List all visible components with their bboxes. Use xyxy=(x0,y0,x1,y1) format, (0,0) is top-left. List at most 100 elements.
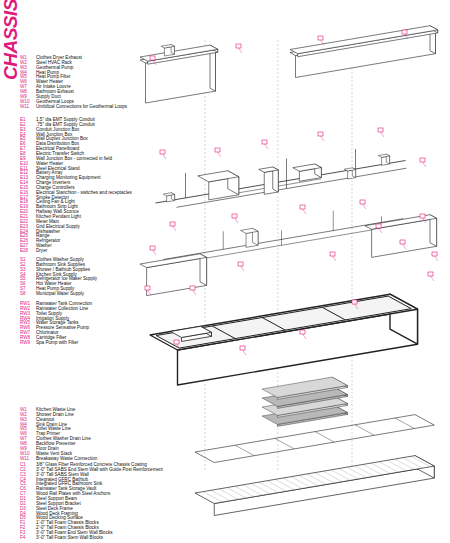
pipe-line xyxy=(223,231,224,249)
pipe-line xyxy=(286,159,287,189)
callout-leader xyxy=(333,256,337,261)
deck-layer xyxy=(262,377,347,397)
foam-hatch xyxy=(211,490,230,501)
foam-hatch xyxy=(315,473,334,484)
wall-cap xyxy=(298,30,438,57)
callout-leader xyxy=(163,154,167,159)
callout-leader xyxy=(153,60,157,65)
callout-leader xyxy=(265,144,269,149)
callout-tag xyxy=(432,252,437,256)
key-description: Wood Rail Plates with Steel Anchors xyxy=(36,492,110,497)
callout-leader xyxy=(355,304,359,309)
key-description: Umbilical Connections for Geothermal Loo… xyxy=(36,105,127,110)
wall-cap xyxy=(140,45,218,61)
foam-hatch xyxy=(339,469,358,480)
pipe-line xyxy=(156,161,406,204)
foam-hatch xyxy=(387,460,406,471)
foam-hatch xyxy=(203,492,222,503)
electrical-panel xyxy=(259,167,279,172)
foam-hatch xyxy=(267,481,286,492)
chassis-trough xyxy=(150,294,418,350)
callout-tag xyxy=(238,262,243,266)
callout-tag xyxy=(150,246,155,250)
key-code: E28 xyxy=(20,249,28,254)
callout-tag xyxy=(330,252,335,256)
callout-tag xyxy=(318,36,323,40)
callout-leader xyxy=(379,228,383,233)
callout-tag xyxy=(378,128,383,132)
callout-leader xyxy=(431,276,435,281)
callout-leader xyxy=(403,244,407,249)
key-description: Municipal Water Supply xyxy=(36,292,84,297)
foam-hatch xyxy=(395,459,414,470)
heat-pump xyxy=(198,171,239,182)
callout-leader xyxy=(243,350,247,355)
foam-hatch xyxy=(275,479,294,490)
callout-tag xyxy=(352,300,357,304)
callout-tag xyxy=(428,272,433,276)
callout-tag xyxy=(190,286,195,290)
frame-member xyxy=(235,445,254,456)
callout-leader xyxy=(148,290,152,295)
callout-tag xyxy=(420,214,425,218)
water-heater xyxy=(241,228,259,233)
key-description: Dryer xyxy=(36,249,47,254)
callout-leader xyxy=(405,34,409,39)
foam-hatch xyxy=(371,463,390,474)
foam-hatch xyxy=(307,474,326,485)
callout-leader xyxy=(239,48,243,53)
frame-member xyxy=(355,425,374,436)
drawing xyxy=(140,26,438,516)
foam-hatch xyxy=(283,478,302,489)
alignment-line xyxy=(205,40,206,470)
callout-tag xyxy=(262,140,267,144)
foam-hatch xyxy=(323,471,342,482)
key-description: Spa Pump with Filter xyxy=(36,341,78,346)
foam-hatch xyxy=(243,485,262,496)
key-description: Breakaway Waste Connection xyxy=(36,457,97,462)
pipe-line xyxy=(192,227,392,261)
callout-tag xyxy=(376,224,381,228)
callout-leader xyxy=(363,204,367,209)
callout-tag xyxy=(400,240,405,244)
wall-block xyxy=(210,48,216,91)
callout-leader xyxy=(321,40,325,45)
battery-array xyxy=(293,164,322,171)
stem-wall xyxy=(262,318,285,331)
junction-box xyxy=(163,193,174,196)
page-title: CHASSIS xyxy=(1,0,20,80)
callout-leader xyxy=(241,266,245,271)
callout-leader xyxy=(321,136,325,141)
key-code: C7 xyxy=(20,492,26,497)
wall-cap xyxy=(290,26,438,54)
trough-inner xyxy=(156,296,411,348)
junction-box xyxy=(344,168,355,171)
callout-leader xyxy=(153,250,157,255)
callout-tag xyxy=(318,132,323,136)
foam-hatch xyxy=(411,456,430,467)
frame-member xyxy=(315,432,334,443)
callout-tag xyxy=(232,214,237,218)
foam-hatch xyxy=(251,483,270,494)
foam-hatch xyxy=(219,489,238,500)
pipe-line xyxy=(185,173,186,198)
callout-tag xyxy=(150,56,155,60)
foam-hatch xyxy=(291,477,310,488)
callout-leader xyxy=(303,209,307,214)
pipe-line xyxy=(281,230,282,245)
callout-leader xyxy=(173,226,177,231)
frame-member xyxy=(275,438,294,449)
stem-wall xyxy=(212,326,235,339)
callout-leader xyxy=(193,290,197,295)
callout-tag xyxy=(145,286,150,290)
callout-tag xyxy=(300,330,305,334)
callout-leader xyxy=(381,132,385,137)
pipe-line xyxy=(355,149,356,169)
callout-tag xyxy=(160,150,165,154)
callout-leader xyxy=(235,218,239,223)
exhaust-hood xyxy=(161,45,174,49)
callout-tag xyxy=(402,30,407,34)
foam-hatch xyxy=(331,470,350,481)
callout-tag xyxy=(215,148,220,152)
callout-tag xyxy=(360,200,365,204)
